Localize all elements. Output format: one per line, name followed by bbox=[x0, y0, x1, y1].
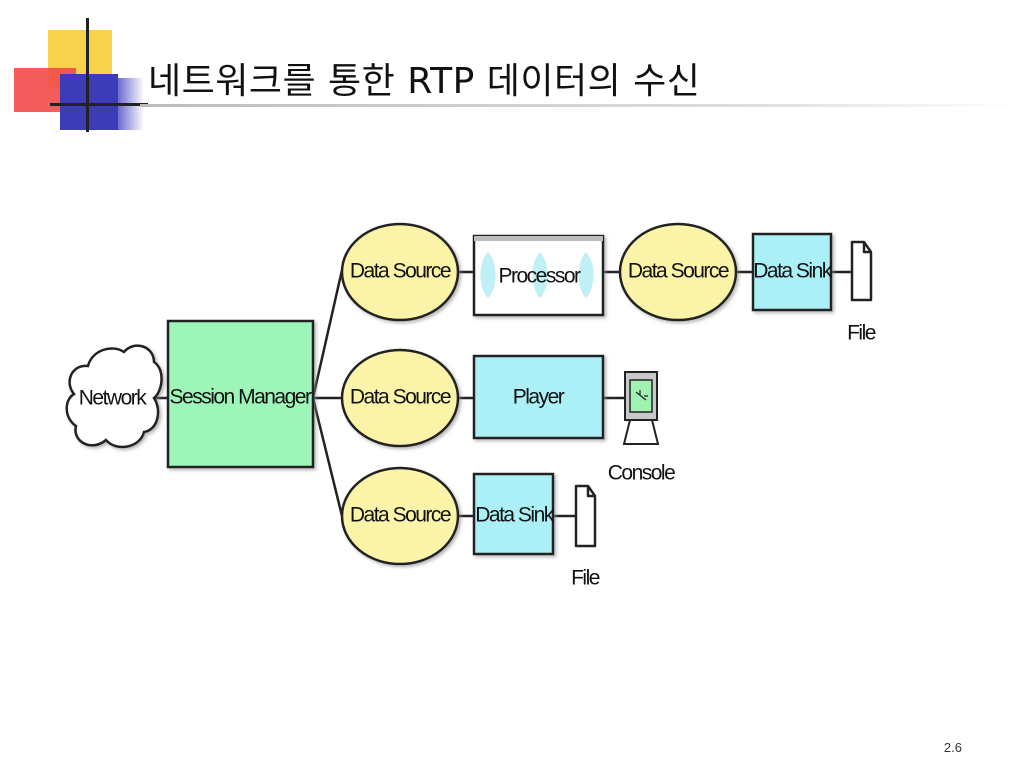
console-label: Console bbox=[608, 462, 675, 485]
data-source-ellipse-1 bbox=[340, 222, 460, 322]
data-source-label-3: Data Source bbox=[350, 504, 451, 527]
file-icon-bottom bbox=[574, 484, 597, 548]
file-label-top: File bbox=[847, 322, 876, 345]
title-underline bbox=[140, 104, 1020, 107]
data-source-ellipse-3 bbox=[340, 466, 460, 566]
data-sink-label-bottom: Data Sink bbox=[475, 504, 555, 527]
connectors bbox=[152, 269, 852, 518]
processor-wave-1 bbox=[480, 252, 496, 298]
console-stand bbox=[622, 419, 660, 445]
session-manager-label: Session Manager bbox=[170, 386, 312, 409]
decor-vertical-line bbox=[86, 18, 89, 132]
processor-waves bbox=[480, 252, 594, 298]
data-sink-box-top bbox=[751, 232, 833, 312]
file-label-bottom: File bbox=[571, 567, 600, 590]
decor-horizontal-line bbox=[50, 103, 148, 106]
decor-blue-square bbox=[60, 74, 118, 130]
processor-wave-2 bbox=[532, 252, 548, 298]
slide-title: 네트워크를 통한 RTP 데이터의 수신 bbox=[148, 61, 701, 102]
data-source-ellipse-2 bbox=[340, 348, 460, 448]
processor-top-bar bbox=[474, 236, 603, 241]
data-source-label-2: Data Source bbox=[350, 386, 451, 409]
network-label: Network bbox=[79, 387, 148, 410]
data-source-label-1: Data Source bbox=[350, 260, 451, 283]
player-box bbox=[472, 354, 605, 440]
processor-wave-3 bbox=[578, 252, 594, 298]
data-sink-label-top: Data Sink bbox=[753, 260, 833, 283]
data-sink-box-bottom bbox=[472, 472, 555, 556]
file-icon-top bbox=[850, 240, 873, 302]
slide-number: 2.6 bbox=[943, 740, 962, 755]
player-label: Player bbox=[513, 386, 565, 409]
console-icon bbox=[622, 371, 660, 445]
data-source-label-4: Data Source bbox=[628, 260, 729, 283]
network-cloud bbox=[65, 344, 163, 449]
console-screen-glyph bbox=[635, 390, 648, 401]
connector-session-ds3 bbox=[311, 397, 344, 517]
connector-session-ds1 bbox=[311, 269, 344, 399]
session-manager-box bbox=[166, 319, 315, 469]
data-source-ellipse-4 bbox=[618, 222, 738, 322]
processor-label: Processor bbox=[498, 265, 581, 288]
